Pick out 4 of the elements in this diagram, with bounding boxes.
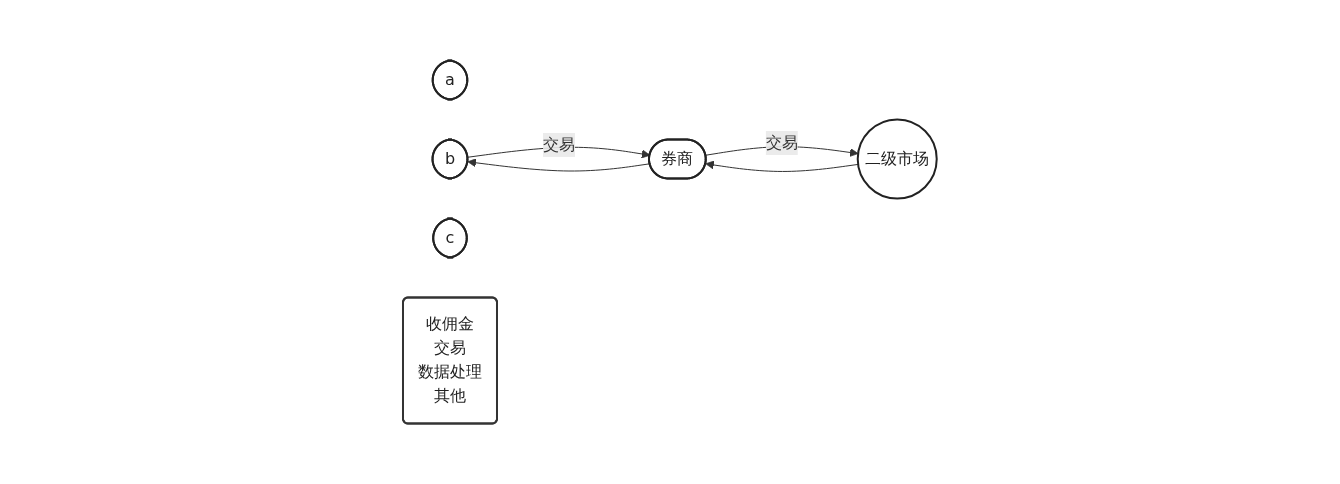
node-circle: 二级市场 (856, 118, 938, 200)
edge-label: 交易 (765, 133, 798, 153)
arrow (705, 160, 859, 172)
edge-label: 交易 (543, 134, 576, 154)
